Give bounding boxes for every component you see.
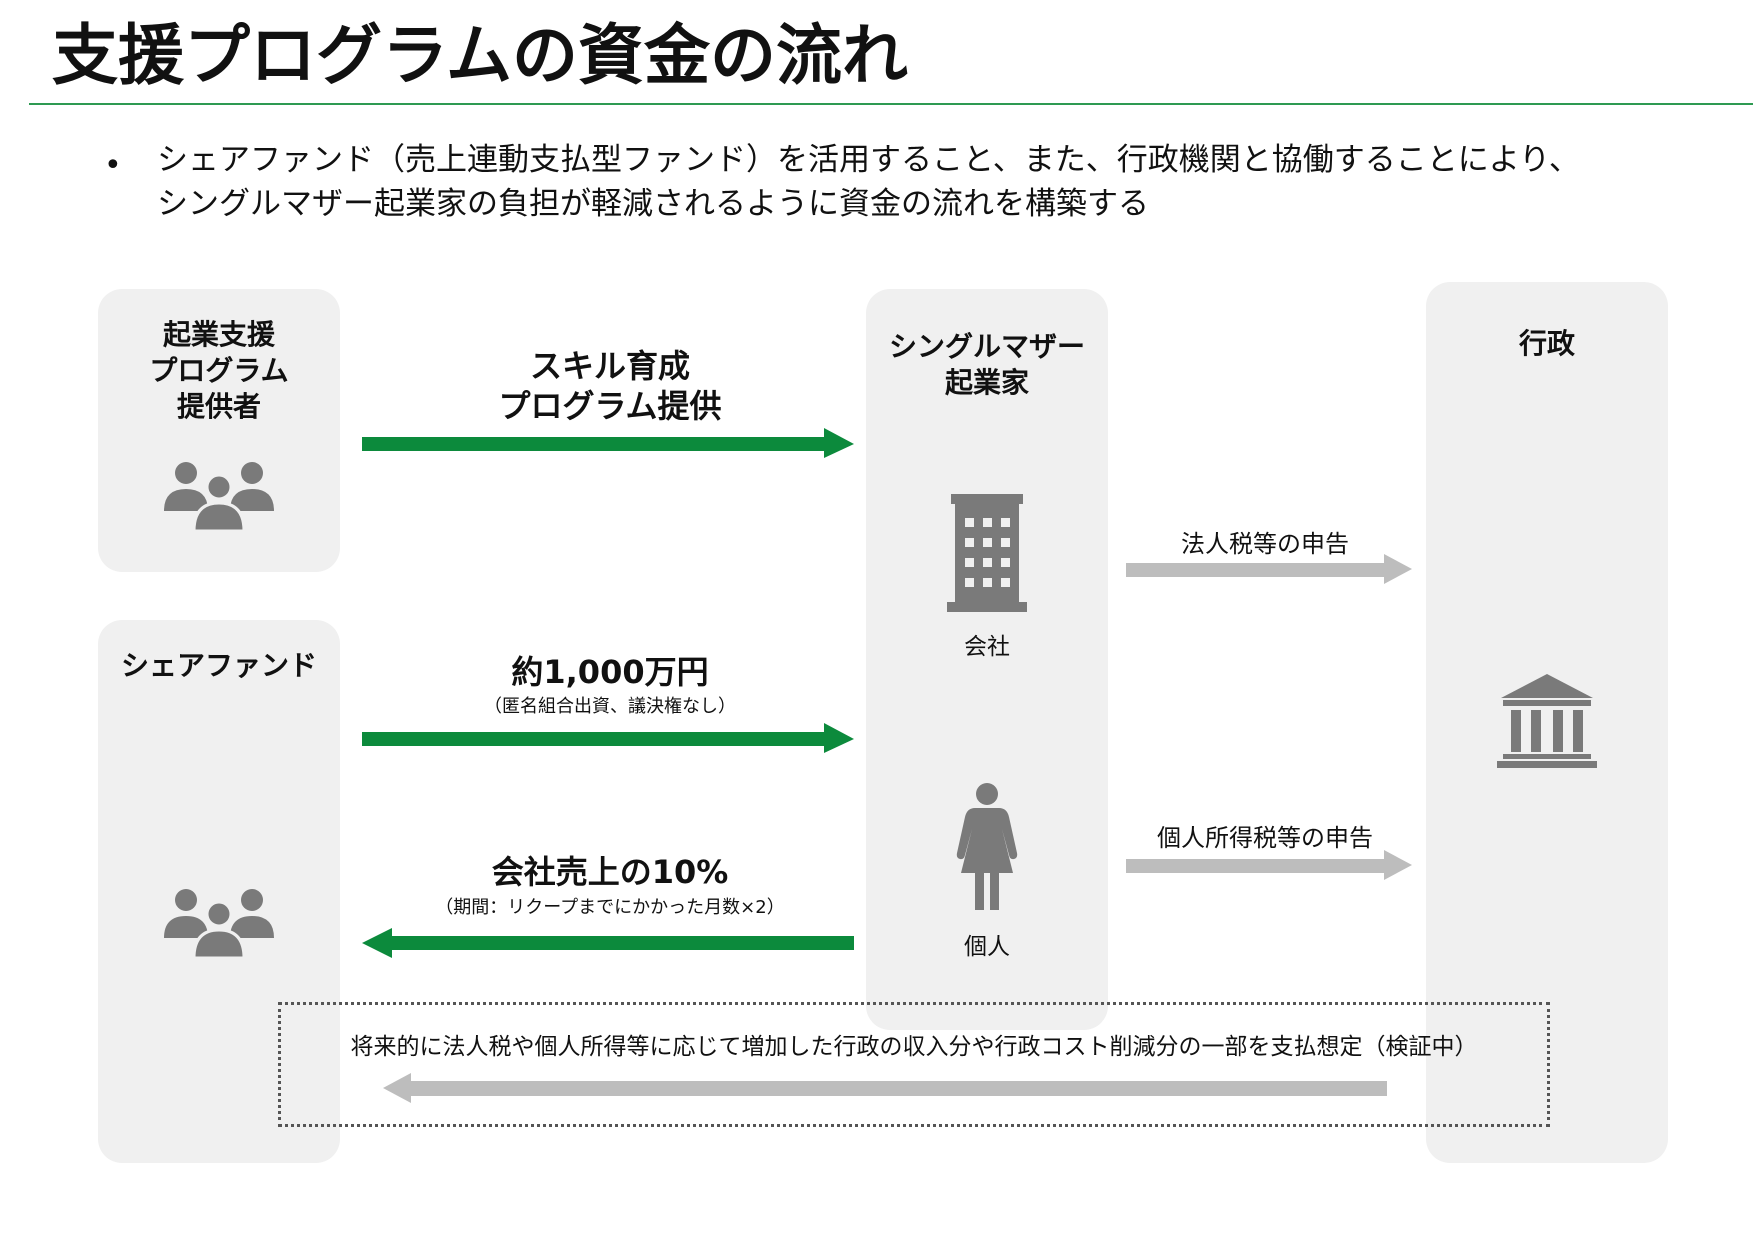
provider-label-line-1: 起業支援 <box>162 318 275 351</box>
share-fund-panel: シェアファンド <box>98 620 340 1163</box>
corporate-tax-label: 法人税等の申告 <box>1181 530 1349 558</box>
future-payment-label: 将来的に法人税や個人所得等に応じて増加した行政の収入分や行政コスト削減分の一部を… <box>350 1034 1478 1060</box>
government-building-icon <box>1497 674 1597 768</box>
skill-flow-label-line-2: プログラム提供 <box>498 387 722 425</box>
return-flow-arrow <box>362 928 854 958</box>
bullet-marker: • <box>104 148 122 183</box>
entrepreneur-panel: シングルマザー 起業家 会社 個人 <box>866 289 1108 1030</box>
provider-panel: 起業支援 プログラム 提供者 <box>98 289 340 572</box>
future-payment-arrow <box>383 1073 1387 1103</box>
provider-label-line-2: プログラム <box>149 354 289 387</box>
share-fund-label: シェアファンド <box>120 649 317 682</box>
page-title: 支援プログラムの資金の流れ <box>52 17 909 94</box>
income-tax-arrow <box>1126 850 1412 880</box>
provider-label-line-3: 提供者 <box>176 390 261 423</box>
bullet-text-line-2: シングルマザー起業家の負担が軽減されるように資金の流れを構築する <box>157 186 1149 222</box>
title-divider <box>29 103 1753 105</box>
bullet-text-line-1: シェアファンド（売上連動支払型ファンド）を活用すること、また、行政機関と協働する… <box>157 142 1580 178</box>
return-flow-label: 会社売上の10% <box>491 853 729 891</box>
group-of-people-icon <box>164 461 274 531</box>
individual-label: 個人 <box>964 934 1010 960</box>
fund-flow-arrow <box>362 723 854 753</box>
income-tax-label: 個人所得税等の申告 <box>1157 824 1373 852</box>
entrepreneur-label-line-2: 起業家 <box>944 366 1029 399</box>
woman-icon <box>955 783 1019 911</box>
company-label: 会社 <box>964 634 1010 660</box>
office-building-icon <box>947 494 1027 612</box>
entrepreneur-label-line-1: シングルマザー <box>888 330 1085 363</box>
skill-flow-arrow <box>362 428 854 458</box>
future-payment-box: 将来的に法人税や個人所得等に応じて増加した行政の収入分や行政コスト削減分の一部を… <box>278 1002 1550 1127</box>
return-flow-note: （期間：リクープまでにかかった月数×2） <box>435 897 785 918</box>
group-of-people-icon <box>164 888 274 958</box>
fund-flow-note: （匿名組合出資、議決権なし） <box>484 696 736 717</box>
skill-flow-label-line-1: スキル育成 <box>529 347 690 385</box>
fund-flow-amount: 約1,000万円 <box>511 653 709 691</box>
corporate-tax-arrow <box>1126 554 1412 584</box>
government-label: 行政 <box>1518 327 1575 360</box>
